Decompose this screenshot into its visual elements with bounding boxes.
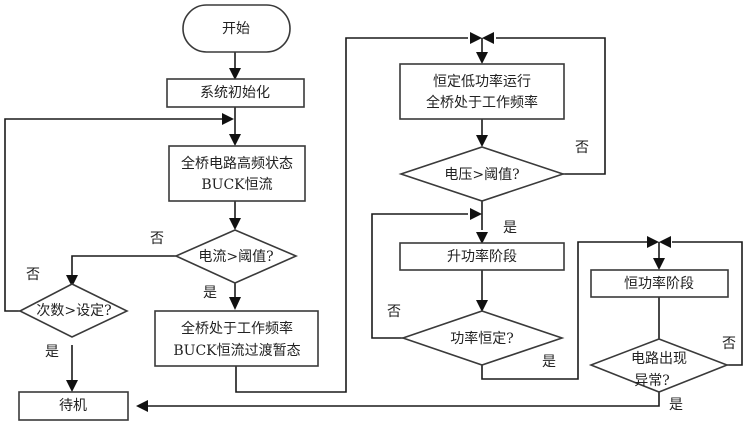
arrow-down-transient (229, 297, 241, 310)
label-voltage-yes: 是 (503, 220, 517, 236)
connectors (4, 37, 743, 407)
arrow-down-constpower (653, 258, 665, 270)
edge-fault-no (672, 241, 743, 366)
power-check-diamond (400, 310, 565, 366)
label-power-no: 否 (387, 304, 401, 320)
arrow-down-count (66, 275, 78, 287)
arrow-down-current (229, 218, 241, 230)
transient-label-line2: BUCK恒流过渡暂态 (173, 343, 300, 359)
current-check-label: 电流>阈值? (198, 249, 273, 265)
power-check-node: 功率恒定? (400, 310, 565, 366)
voltage-check-diamond (398, 146, 566, 202)
voltage-check-node: 电压>阈值? (398, 146, 566, 202)
arrow-down-hf (229, 134, 241, 146)
label-current-yes: 是 (203, 285, 217, 301)
start-label: 开始 (222, 21, 250, 37)
transient-label-line1: 全桥处于工作频率 (181, 320, 293, 337)
constpower-label: 恒功率阶段 (624, 275, 694, 292)
arrow-right-loop-hf (222, 113, 234, 125)
arrow-down-power (476, 300, 488, 312)
start-node: 开始 (182, 4, 291, 53)
arrowheads (66, 32, 671, 412)
ramp-box (399, 242, 565, 271)
arrow-left-merge-const (659, 236, 671, 248)
arrow-right-merge-ramp (470, 208, 482, 220)
label-count-no: 否 (26, 267, 40, 283)
standby-label: 待机 (59, 398, 87, 414)
label-fault-yes: 是 (669, 397, 683, 413)
edge-transient-lowpower (235, 37, 468, 393)
label-current-no: 否 (150, 231, 164, 247)
lowpower-box (399, 63, 565, 120)
hf-node: 全桥电路高频状态 BUCK恒流 (168, 145, 306, 202)
edge-voltage-no (496, 37, 606, 175)
label-voltage-no: 否 (575, 140, 589, 156)
transient-box (154, 310, 319, 367)
hf-label-line2: BUCK恒流 (201, 177, 272, 193)
hf-box (168, 145, 306, 202)
fault-check-diamond (588, 338, 730, 393)
arrow-down-lowpower (476, 52, 488, 64)
count-check-node: 次数>设定? (18, 283, 129, 338)
edge-labels: 否 是 否 是 否 是 否 是 否 是 (26, 140, 736, 413)
init-label: 系统初始化 (200, 84, 270, 101)
arrow-down-standby (66, 380, 78, 392)
voltage-check-label: 电压>阈值? (444, 167, 519, 183)
arrow-down-ramp (476, 232, 488, 244)
label-fault-no: 否 (722, 336, 736, 352)
transient-node: 全桥处于工作频率 BUCK恒流过渡暂态 (154, 310, 319, 367)
edge-fault-yes (140, 392, 660, 407)
fault-check-node: 电路出现 异常? (588, 338, 730, 393)
edge-current-no (71, 255, 176, 277)
start-terminal (182, 4, 291, 53)
power-check-label: 功率恒定? (450, 330, 514, 347)
lowpower-label-line2: 全桥处于工作频率 (426, 94, 538, 111)
hf-label-line1: 全桥电路高频状态 (181, 155, 293, 172)
arrow-left-merge-top (482, 32, 494, 44)
edge-count-no (4, 118, 222, 312)
lowpower-node: 恒定低功率运行 全桥处于工作频率 (399, 63, 565, 120)
current-check-node: 电流>阈值? (174, 229, 299, 284)
ramp-node: 升功率阶段 (399, 242, 565, 271)
current-check-diamond (174, 229, 299, 284)
ramp-label: 升功率阶段 (447, 248, 517, 265)
fault-label-line2: 异常? (634, 373, 670, 389)
arrow-left-standby (136, 400, 148, 412)
arrow-right-merge-const (647, 236, 659, 248)
constpower-node: 恒功率阶段 (590, 269, 729, 298)
arrow-down-init (229, 68, 241, 80)
label-count-yes: 是 (45, 344, 59, 360)
edge-power-no (371, 213, 468, 339)
label-power-yes: 是 (542, 354, 556, 370)
standby-node: 待机 (18, 391, 129, 421)
lowpower-label-line1: 恒定低功率运行 (433, 73, 531, 90)
constpower-box (590, 269, 729, 298)
arrow-right-merge-top (470, 32, 482, 44)
fault-label-line1: 电路出现 (631, 351, 687, 367)
count-check-diamond (18, 283, 129, 338)
count-check-label: 次数>设定? (36, 303, 111, 319)
init-box (166, 78, 305, 108)
standby-box (18, 391, 129, 421)
init-node: 系统初始化 (166, 78, 305, 108)
edge-power-yes (481, 241, 648, 380)
arrow-down-voltage (476, 135, 488, 147)
